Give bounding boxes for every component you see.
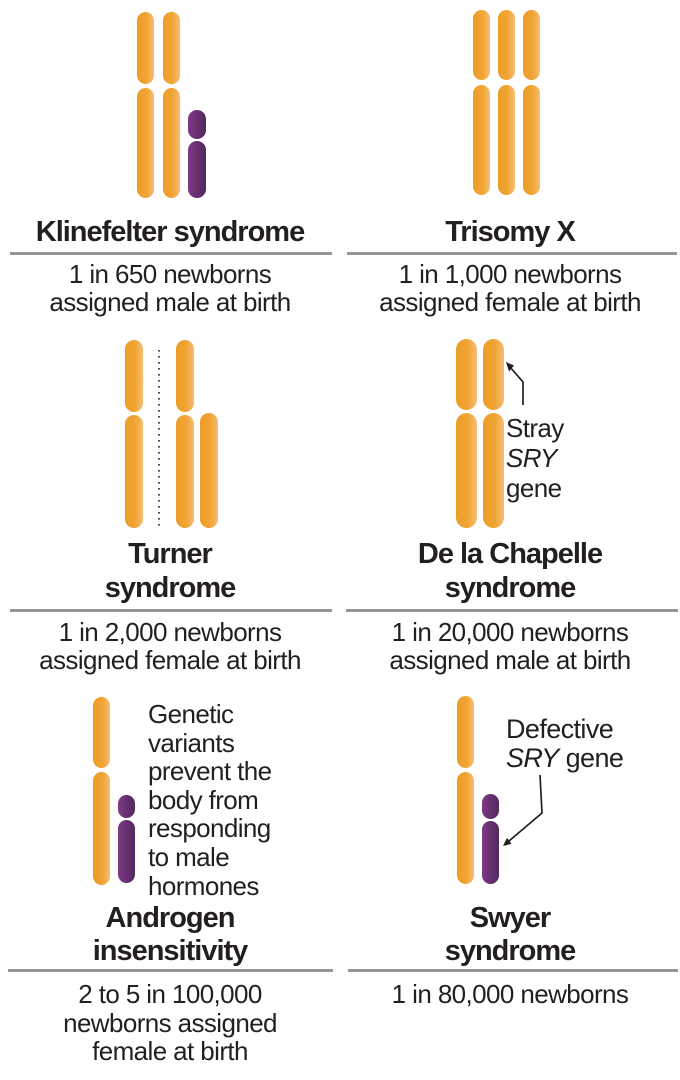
panel-title: Trisomy X <box>445 216 576 248</box>
x-chromosome <box>125 340 143 528</box>
panel-title: Androgen insensitivity <box>92 902 249 967</box>
incidence-stat: 1 in 20,000 newborns assigned male at bi… <box>389 617 631 675</box>
panel-title: De la Chapelle syndrome <box>417 538 603 604</box>
de-la-chapelle-chromosome-art <box>456 339 524 528</box>
x-chromosome <box>473 10 490 195</box>
x-chromosome <box>523 10 540 195</box>
x-chromosome <box>498 10 515 195</box>
x-chromosome <box>163 12 180 198</box>
incidence-stat: 1 in 2,000 newborns assigned female at b… <box>39 617 301 675</box>
stray-sry-gene-label: Stray SRY gene <box>506 413 564 503</box>
incidence-stat: 1 in 1,000 newborns assigned female at b… <box>379 259 641 317</box>
incidence-stat: 2 to 5 in 100,000 newborns assigned fema… <box>63 979 277 1066</box>
divider-rule <box>8 969 333 972</box>
panel-title: Turner syndrome <box>104 538 237 604</box>
x-chromosome <box>93 697 110 885</box>
swyer-chromosome-art <box>457 696 543 884</box>
divider-rule <box>10 609 332 612</box>
divider-rule <box>348 969 678 972</box>
annotation-text: Defective <box>506 714 614 744</box>
y-chromosome-defective-sry <box>482 794 499 884</box>
x-chromosome <box>176 340 194 528</box>
y-chromosome <box>118 795 135 883</box>
annotation-text: gene <box>506 473 562 503</box>
partial-x-chromosome <box>200 413 218 528</box>
annotation-text: Stray <box>506 413 564 443</box>
incidence-stat: 1 in 80,000 newborns <box>391 979 629 1009</box>
x-chromosome <box>457 696 474 884</box>
klinefelter-chromosome-art <box>137 12 206 198</box>
divider-rule <box>10 252 332 255</box>
divider-rule <box>346 609 678 612</box>
x-chromosome <box>137 12 154 198</box>
divider-rule <box>347 252 677 255</box>
panel-title: Swyer syndrome <box>444 902 577 967</box>
annotation-arrow <box>503 774 543 846</box>
x-chromosome <box>456 339 477 528</box>
genetic-variants-note: Genetic variants prevent the body from r… <box>148 699 272 901</box>
sry-gene-name: SRY <box>506 443 557 473</box>
panel-title: Klinefelter syndrome <box>35 216 305 248</box>
y-chromosome <box>188 110 206 198</box>
incidence-stat: 1 in 650 newborns assigned male at birth <box>49 259 291 317</box>
turner-chromosome-art <box>125 340 218 528</box>
annotation-text: gene <box>558 743 624 773</box>
x-chromosome-with-sry <box>483 339 504 528</box>
trisomy-x-chromosome-art <box>473 10 540 195</box>
androgen-chromosome-art <box>93 697 135 885</box>
annotation-arrow <box>506 362 524 405</box>
defective-sry-gene-label: Defective SRY gene <box>506 714 624 773</box>
sry-gene-name: SRY <box>506 743 559 773</box>
